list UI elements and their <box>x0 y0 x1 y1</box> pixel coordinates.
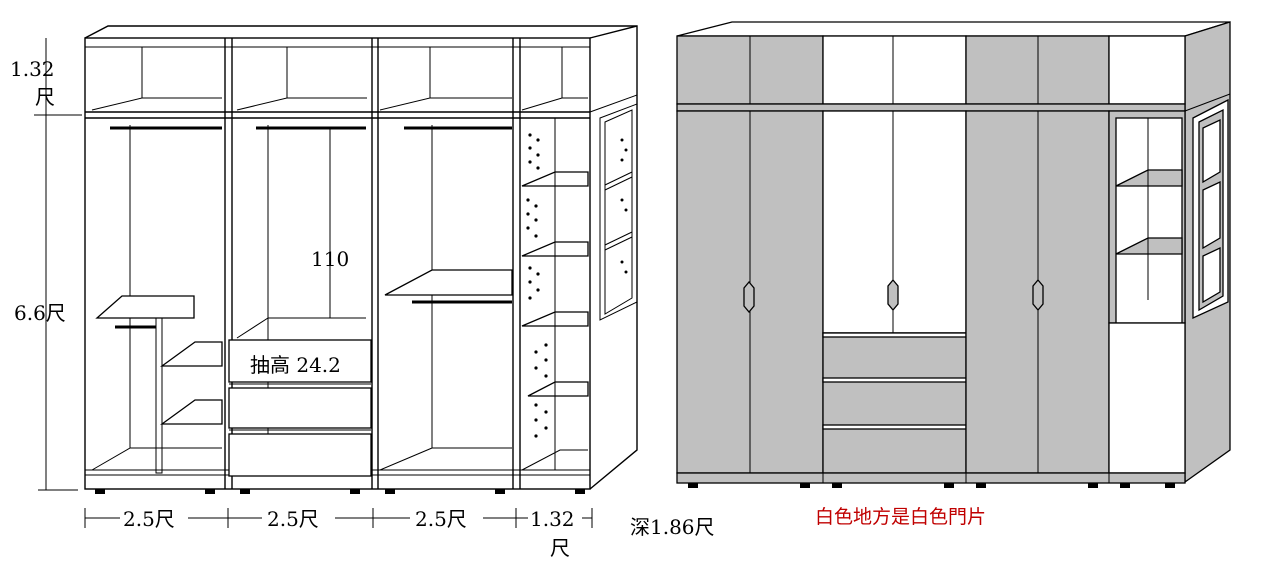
door-handle <box>1032 278 1044 312</box>
dimension-lines <box>34 38 593 528</box>
width-4-unit: 尺 <box>550 536 570 560</box>
top-height-unit: 尺 <box>35 85 55 109</box>
top-height-label: 1.32 <box>10 57 55 81</box>
width-4-label: 1.32 <box>530 507 575 531</box>
door-handle <box>887 278 899 312</box>
open-cabinet-drawing <box>84 25 638 494</box>
depth-label: 深1.86尺 <box>630 515 715 539</box>
hanging-height-label: 110 <box>311 247 349 271</box>
width-2-label: 2.5尺 <box>267 507 319 531</box>
white-top-door <box>822 35 967 105</box>
body-height-label: 6.6尺 <box>14 301 66 325</box>
door-handle <box>743 280 755 314</box>
closed-cabinet-drawing <box>676 21 1231 488</box>
white-door <box>1108 322 1186 474</box>
white-top-door <box>1108 35 1186 105</box>
drawer-height-label: 抽高 24.2 <box>250 353 341 377</box>
width-1-label: 2.5尺 <box>123 507 175 531</box>
peg-holes <box>526 133 548 438</box>
white-door-note: 白色地方是白色門片 <box>815 506 986 528</box>
width-3-label: 2.5尺 <box>415 507 467 531</box>
